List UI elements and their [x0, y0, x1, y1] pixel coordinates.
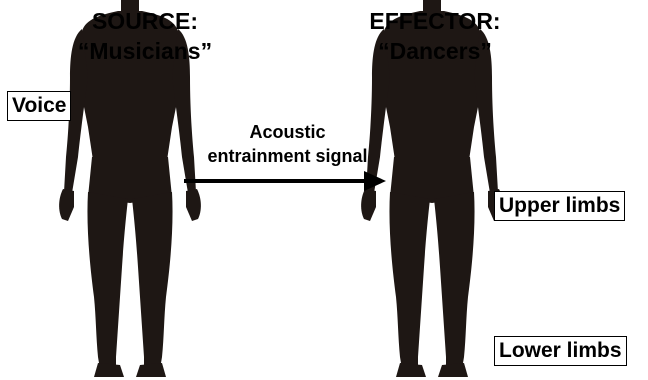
voice-label-box: Voice	[7, 91, 71, 121]
lower-limbs-label-box: Lower limbs	[494, 336, 627, 366]
effector-title-line1: EFFECTOR:	[330, 6, 540, 36]
source-title-line1: SOURCE:	[40, 6, 250, 36]
upper-limbs-label-box: Upper limbs	[494, 191, 625, 221]
signal-arrow	[184, 171, 386, 191]
signal-label: Acoustic entrainment signal	[180, 120, 395, 168]
source-title-line2: “Musicians”	[40, 36, 250, 66]
effector-title-line2: “Dancers”	[330, 36, 540, 66]
signal-label-line1: Acoustic	[180, 120, 395, 144]
signal-label-line2: entrainment signal	[180, 144, 395, 168]
effector-title: EFFECTOR: “Dancers”	[330, 6, 540, 66]
source-title: SOURCE: “Musicians”	[40, 6, 250, 66]
